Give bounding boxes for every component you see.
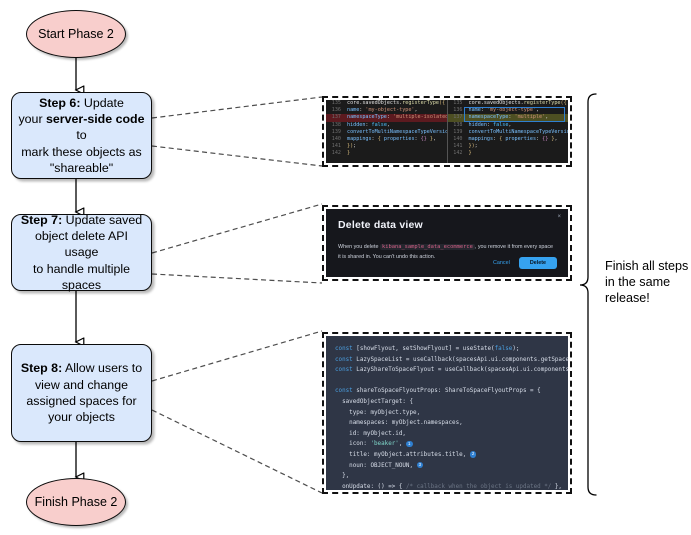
close-icon[interactable]: × [557,214,561,220]
code-line: savedObjectTarget: { [335,398,414,405]
code-line: title: myObject.attributes.title, 2 [335,450,559,461]
code-line: const [showFlyout, setShowFlyout] = useS… [335,346,520,352]
code-line [335,376,559,387]
code-line: icon: 'beaker', 1 [335,439,559,450]
code-line: type: myObject.type, [335,409,421,416]
start-terminator: Start Phase 2 [26,10,126,58]
diff-line: 139 convertToMultiNamespaceTypeVersion: … [453,128,568,135]
diff-line-removed: 137 namespaceType: 'multiple-isolated', [326,114,447,122]
diff-line: 138 hidden: false, [331,121,390,128]
release-note-text: Finish all steps in the same release! [605,259,689,306]
diff-line-added: 137 namespaceType: 'multiple', [447,114,568,122]
code-line: id: myObject.id, [335,430,406,437]
code-line: const LazyShareToSpaceFlyout = useCallba… [335,367,568,374]
callout-line-step8-bottom [151,409,323,494]
start-label: Start Phase 2 [38,26,114,41]
diff-line: 139 convertToMultiNamespaceTypeVersion: … [331,128,447,135]
diff-line: 136 name: 'my-object-type', [331,107,418,114]
modal-actions: Cancel Delete [493,256,557,269]
tsx-code-viewer: const [showFlyout, setShowFlyout] = useS… [326,336,568,490]
release-note: Finish all steps in the same release! [605,258,689,306]
modal-title: Delete data view [338,219,423,231]
code-line: }, [335,473,350,480]
callout-badge-1: 1 [405,440,413,448]
diff-line: 136 name: 'my-object-type', [453,107,540,114]
modal-body-before: When you delete [338,244,379,250]
callout-line-step7-bottom [151,273,323,284]
code-line: noun: OBJECT_NOUN, 3 [335,461,559,472]
finish-terminator: Finish Phase 2 [26,478,126,526]
delete-data-view-modal: × Delete data view When you delete kiban… [326,209,568,277]
diff-line: 138 hidden: false, [453,121,512,128]
cancel-button[interactable]: Cancel [493,259,510,266]
data-view-name: kibana_sample_data_ecommerce [379,244,475,250]
callout-line-step6-bottom [151,145,323,167]
diff-line: 141}); [331,143,357,150]
diff-line: 142} [331,150,351,157]
modal-body: When you delete kibana_sample_data_ecomm… [338,242,556,262]
callout-line-step8-top [151,330,323,382]
code-line: const shareToSpaceFlyoutProps: ShareToSp… [335,388,541,395]
callout-tsx-code: const [showFlyout, setShowFlyout] = useS… [322,332,572,494]
callout-line-step6-top [151,96,323,119]
callout-badge-3: 3 [416,461,424,469]
callout-badge-2: 2 [469,451,477,458]
finish-label: Finish Phase 2 [34,494,118,509]
callout-delete-dialog: × Delete data view When you delete kiban… [322,205,572,281]
modal-body-after: , you remove it from every space it is s… [338,244,554,260]
code-line: namespaces: myObject.namespaces, [335,420,463,427]
diff-line: 140 mappings: { properties: {} }, [453,135,558,142]
code-line: const LazySpaceList = useCallback(spaces… [335,356,568,363]
delete-button[interactable]: Delete [518,256,557,269]
callout-line-step7-top [151,203,323,254]
code-line: onUpdate: () => { /* callback when the o… [335,483,562,490]
diff-line: 140 mappings: { properties: {} }, [331,135,437,142]
diff-line: 142} [453,150,472,157]
release-bracket [579,93,597,496]
diff-line: 141}); [453,143,478,150]
